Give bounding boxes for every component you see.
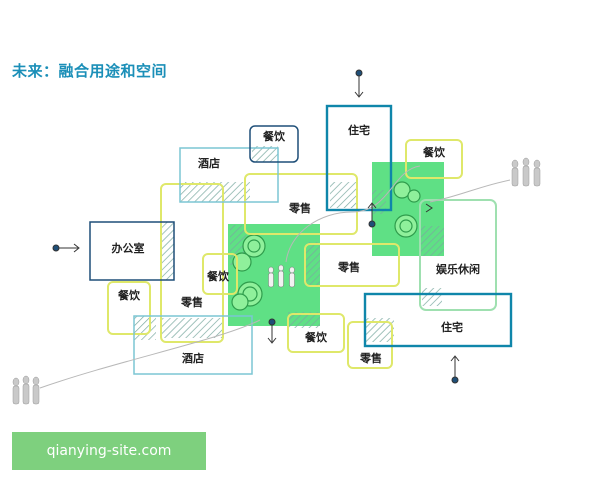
label-retail-top: 零售 [288, 201, 311, 215]
label-entertainment: 娱乐休闲 [436, 262, 480, 276]
label-dining-bottom: 餐饮 [304, 330, 328, 344]
label-dining-center: 餐饮 [206, 269, 230, 283]
arrow-head [425, 203, 433, 213]
arrow-head [267, 337, 277, 344]
label-hotel-bottom: 酒店 [182, 351, 204, 365]
entry-dot [368, 220, 376, 228]
people-icon [268, 264, 295, 288]
hatch-overlap [252, 146, 278, 162]
retail-block-center [304, 243, 400, 287]
hatch-overlap [162, 222, 174, 280]
people-icon [12, 375, 40, 405]
dining-block-left [107, 281, 151, 335]
dining-block-bottom [287, 313, 345, 353]
entry-dot [268, 318, 276, 326]
circulation-path [39, 319, 261, 389]
label-retail-center: 零售 [337, 260, 360, 274]
label-retail-left: 零售 [180, 295, 203, 309]
hotel-block-bottom [133, 315, 253, 375]
dining-block-top [249, 125, 299, 163]
residential-block-top [325, 104, 393, 212]
entry-dot [451, 376, 459, 384]
hatch-overlap [422, 288, 442, 306]
tree-icon [393, 181, 421, 238]
dining-block-right [405, 139, 463, 179]
dining-block-center [202, 253, 238, 295]
hatch-overlap [134, 316, 156, 340]
diagram-title: 未来：融合用途和空间 [12, 62, 168, 80]
circulation-path [285, 165, 421, 263]
entertainment-block [419, 199, 497, 311]
arrow-head [367, 202, 377, 209]
retail-block-left [160, 183, 224, 343]
label-hotel-top: 酒店 [198, 156, 220, 170]
entry-dot [355, 69, 363, 77]
hotel-block-top [179, 147, 279, 203]
hatch-overlap [160, 318, 224, 338]
hatch-overlap [288, 312, 320, 328]
arrow-head [450, 355, 460, 362]
hatch-overlap [330, 182, 358, 208]
entry-dot [52, 244, 60, 252]
label-residential-top: 住宅 [348, 123, 370, 137]
arrow-head [354, 91, 364, 98]
retail-block-top [244, 173, 358, 235]
office-block [89, 221, 175, 281]
people-icon [511, 157, 541, 187]
label-residential-bottom: 住宅 [441, 320, 463, 334]
label-retail-bottom: 零售 [359, 351, 382, 365]
arrow-head [73, 243, 80, 253]
watermark-banner: qianying-site.com [12, 432, 206, 470]
label-dining-left: 餐饮 [117, 288, 141, 302]
label-office: 办公室 [112, 241, 145, 255]
residential-block-bottom [363, 292, 513, 348]
label-dining-right: 餐饮 [422, 145, 446, 159]
hatch-overlap [304, 242, 320, 286]
hatch-overlap [180, 182, 250, 202]
hatch-overlap [420, 226, 444, 256]
circulation-path [429, 179, 511, 203]
label-dining-top: 餐饮 [262, 129, 286, 143]
